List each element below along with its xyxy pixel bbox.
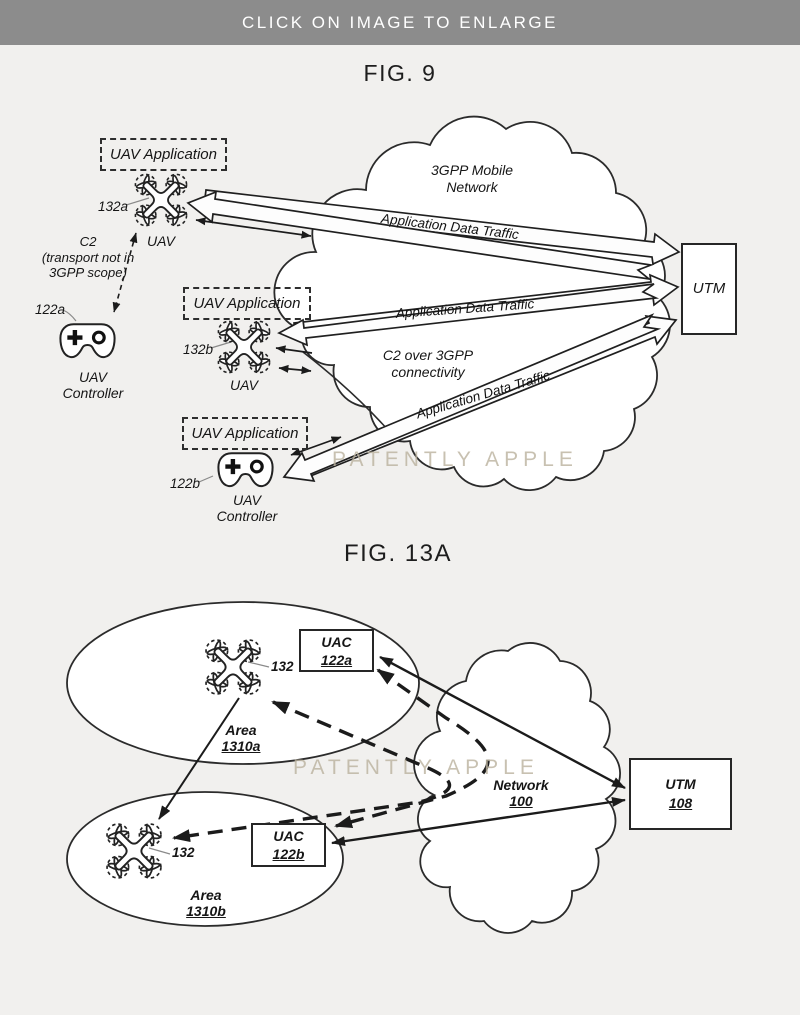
gamepad-icon: [218, 453, 272, 486]
uav-application-label: UAV Application: [193, 295, 301, 312]
ref-132a: 132a: [97, 199, 128, 214]
adt-label-2: Application Data Traffic: [395, 296, 535, 321]
drone-icon: [135, 174, 186, 225]
fig9-title: FIG. 9: [363, 60, 437, 86]
uav-label: UAV: [229, 377, 258, 393]
ref-132: 132: [271, 659, 294, 674]
utm-box: UTM: [681, 243, 737, 335]
uac-label: UAC: [321, 633, 352, 650]
c2-over-3gpp-label: C2 over 3GPP connectivity: [382, 347, 474, 380]
adt-label-1: Application Data Traffic: [380, 210, 520, 243]
ref-122a: 122a: [34, 302, 65, 317]
uac-label: UAC: [273, 828, 304, 844]
network-ref-100: 100: [509, 793, 533, 809]
c2-transport-note: C2 (transport not in 3GPP scope): [41, 234, 135, 280]
drone-icon: [107, 824, 161, 878]
drone-icon: [218, 321, 269, 372]
ref-122b: 122b: [169, 476, 200, 491]
ref-132b: 132b: [182, 342, 213, 357]
uav-application-box: UAV Application: [183, 287, 311, 320]
enlarge-banner: CLICK ON IMAGE TO ENLARGE: [0, 0, 800, 45]
watermark: PATENTLY APPLE: [332, 448, 578, 471]
uav-controller-label: UAV Controller: [216, 492, 278, 524]
uav-controller-label: UAV Controller: [62, 369, 124, 401]
area-1310a-label: Area 1310a: [221, 722, 261, 754]
uav-label: UAV: [146, 233, 175, 249]
utm-108-box: UTM 108: [629, 758, 732, 830]
gamepad-icon: [60, 324, 114, 357]
enlarge-banner-text: CLICK ON IMAGE TO ENLARGE: [242, 12, 558, 32]
drone-icon: [206, 640, 260, 694]
utm-ref-108: 108: [668, 795, 693, 811]
uac-122a-box: UAC 122a: [299, 629, 374, 672]
uav-application-box: UAV Application: [182, 417, 308, 450]
network-label: Network 100: [479, 777, 563, 809]
utm-label: UTM: [665, 776, 696, 792]
uac-ref-122b: 122b: [272, 846, 305, 862]
uav-application-label: UAV Application: [191, 425, 299, 442]
cloud-3gpp-label: 3GPP Mobile Network: [431, 162, 513, 195]
fig13a-dashed-paths: [172, 668, 490, 843]
uac-122b-box: UAC 122b: [251, 823, 326, 867]
uac-ref-122a: 122a: [320, 651, 353, 668]
uav-application-label: UAV Application: [109, 146, 217, 163]
utm-label: UTM: [692, 280, 726, 297]
area-1310b-label: Area 1310b: [186, 887, 226, 919]
fig13a-title: FIG. 13A: [343, 540, 453, 567]
watermark: PATENTLY APPLE: [293, 756, 539, 779]
ref-132: 132: [172, 845, 195, 860]
uav-application-box: UAV Application: [100, 138, 227, 171]
